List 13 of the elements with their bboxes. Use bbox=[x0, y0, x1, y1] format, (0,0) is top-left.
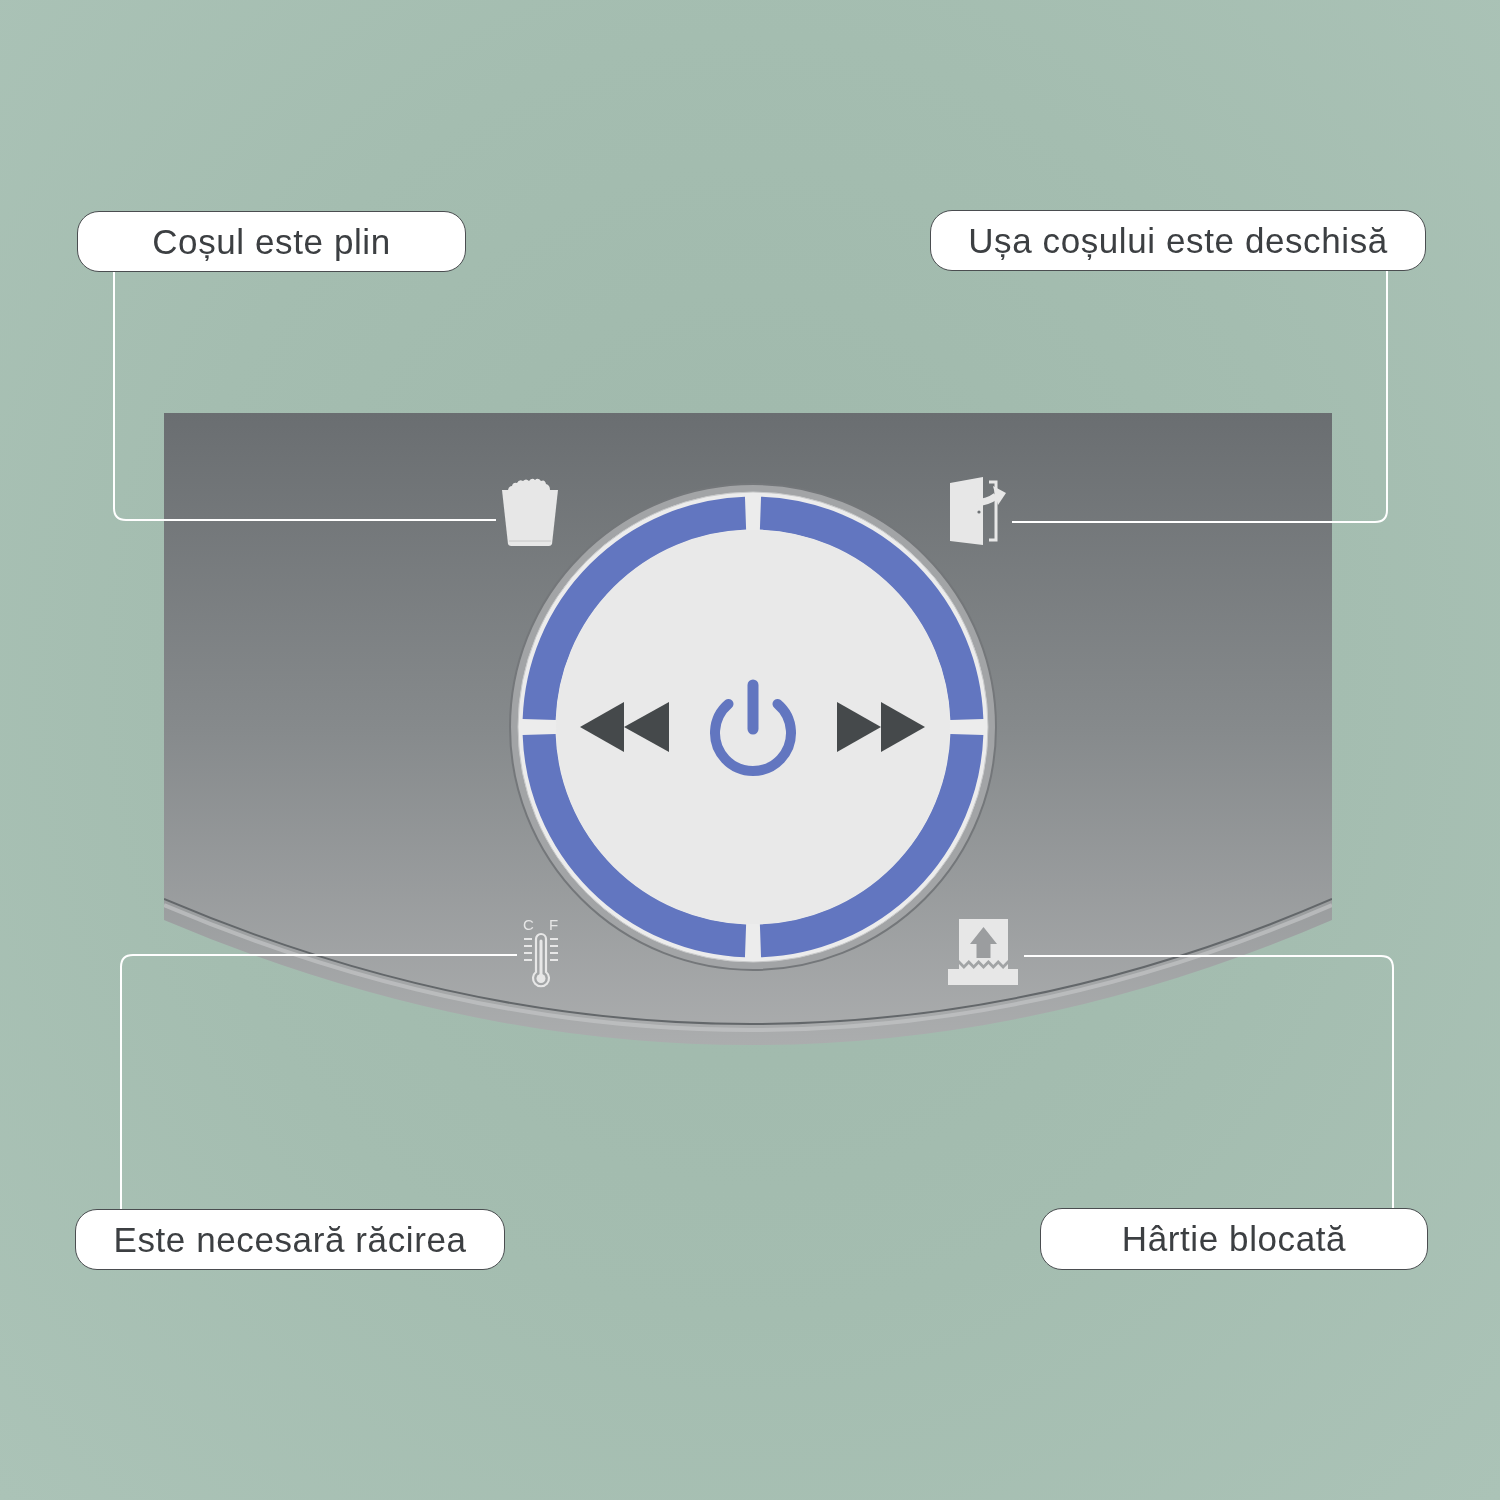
bin-icon bbox=[500, 476, 560, 548]
leader-line bbox=[113, 271, 497, 521]
leader-line bbox=[120, 954, 518, 1210]
callout-label: Ușa coșului este deschisă bbox=[930, 210, 1426, 271]
unit-label: C bbox=[523, 917, 534, 933]
sheet-arrow-icon bbox=[946, 916, 1020, 988]
thermometer-icon bbox=[521, 934, 561, 987]
callout-label: Coșul este plin bbox=[77, 211, 466, 272]
leader-line bbox=[1011, 270, 1388, 523]
unit-label: F bbox=[549, 917, 559, 933]
leader-line bbox=[1023, 955, 1394, 1209]
callout-label: Hârtie blocată bbox=[1040, 1208, 1428, 1270]
callout-label: Este necesară răcirea bbox=[75, 1209, 505, 1270]
